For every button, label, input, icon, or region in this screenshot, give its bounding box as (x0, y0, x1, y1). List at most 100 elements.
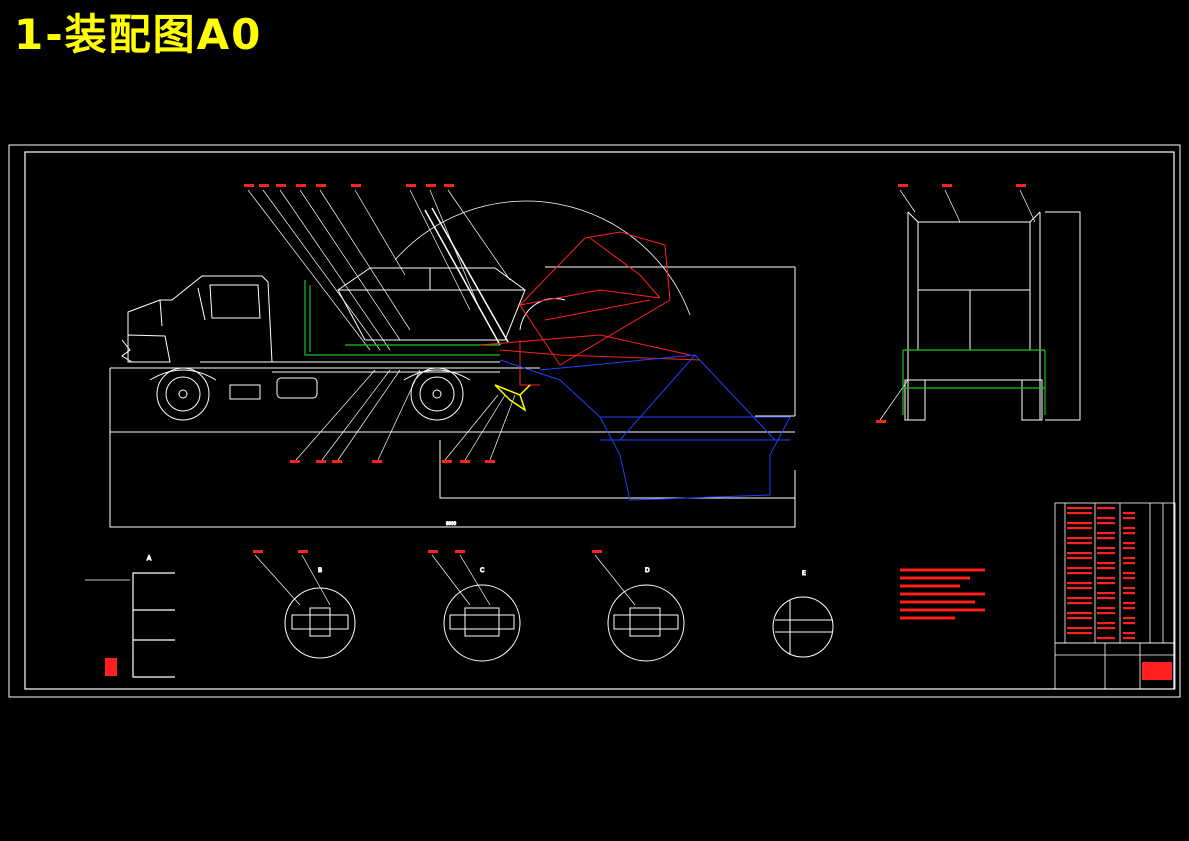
parts-row-mark (1097, 612, 1115, 615)
balloon-tag (332, 460, 342, 463)
parts-row-mark (1067, 512, 1092, 515)
balloon-tag (298, 550, 308, 553)
balloon-tag (351, 184, 361, 187)
parts-row-mark (1097, 592, 1115, 595)
detail-section-b: B (254, 554, 356, 659)
parts-row-mark (1123, 562, 1135, 565)
parts-row-mark (1123, 572, 1135, 575)
parts-row-mark (1123, 512, 1135, 515)
balloon-tag (253, 550, 263, 553)
balloon-tag (455, 550, 465, 553)
parts-row-mark (1067, 587, 1092, 590)
bin-lifted-position (479, 231, 701, 386)
detail-section-e: E (772, 570, 834, 658)
balloon-tag (485, 460, 495, 463)
rear-wheel (410, 367, 464, 421)
swing-arc (394, 200, 691, 316)
balloon-tag (259, 184, 269, 187)
sheet-frame (8, 144, 1181, 698)
title-block (1054, 642, 1176, 690)
parts-row-mark (1097, 522, 1115, 525)
detail-section-d: D (594, 554, 685, 662)
parts-row-mark (1123, 602, 1135, 605)
parts-row-mark (1123, 607, 1135, 610)
balloon-tag (426, 184, 436, 187)
balloon-tag (406, 184, 416, 187)
parts-row-mark (1067, 537, 1092, 540)
parts-row-mark (1123, 587, 1135, 590)
parts-row-mark (1123, 517, 1135, 520)
parts-row-mark (1097, 637, 1115, 640)
balloon-tag (898, 184, 908, 187)
parts-row-mark (1067, 527, 1092, 530)
detail-profile-section: A (85, 554, 175, 678)
truck-rear-view (879, 189, 1081, 421)
balloon-tag (444, 184, 454, 187)
parts-row-mark (1067, 582, 1092, 585)
parts-row-mark (1067, 507, 1092, 510)
rear-view-frame (902, 349, 1046, 415)
parts-row-mark (1123, 632, 1135, 635)
parts-row-mark (1123, 557, 1135, 560)
balloon-tag (428, 550, 438, 553)
parts-row-mark (1067, 602, 1092, 605)
parts-row-mark (1067, 557, 1092, 560)
parts-row-mark (1067, 552, 1092, 555)
parts-row-mark (1097, 552, 1115, 555)
detail-section-c: C (431, 554, 521, 662)
parts-row-mark (1067, 627, 1092, 630)
truck-side-view: 8000 (109, 189, 796, 528)
parts-row-mark (1123, 622, 1135, 625)
technical-notes (900, 568, 985, 620)
parts-row-mark (1097, 562, 1115, 565)
svg-text:D: D (645, 567, 650, 574)
svg-text:E: E (802, 570, 806, 577)
parts-row-mark (1067, 632, 1092, 635)
svg-text:8000: 8000 (446, 521, 457, 526)
balloon-tag (316, 460, 326, 463)
parts-row-mark (1097, 567, 1115, 570)
parts-row-mark (1097, 537, 1115, 540)
balloon-tag (942, 184, 952, 187)
balloon-tag (876, 420, 886, 423)
front-wheel (156, 367, 210, 421)
balloon-tag (316, 184, 326, 187)
parts-row-mark (1097, 627, 1115, 630)
parts-row-mark (1067, 597, 1092, 600)
parts-row-mark (1097, 582, 1115, 585)
parts-row-mark (1097, 622, 1115, 625)
balloon-tag (442, 460, 452, 463)
balloon-tag (1016, 184, 1026, 187)
balloon-labels (244, 184, 1026, 553)
parts-row-mark (1123, 547, 1135, 550)
parts-row-mark (1097, 507, 1115, 510)
svg-text:B: B (318, 567, 322, 574)
parts-row-mark (1067, 542, 1092, 545)
parts-row-mark (1097, 577, 1115, 580)
balloon-tag (276, 184, 286, 187)
truck-cab (127, 275, 273, 363)
balloon-tag (372, 460, 382, 463)
parts-row-mark (1097, 532, 1115, 535)
drawing-title: 1-装配图A0 (14, 10, 263, 59)
svg-text:A: A (147, 555, 152, 562)
parts-row-mark (1123, 617, 1135, 620)
parts-row-mark (1097, 517, 1115, 520)
parts-row-mark (1123, 527, 1135, 530)
parts-row-mark (1067, 572, 1092, 575)
balloon-tag (592, 550, 602, 553)
parts-row-mark (1097, 547, 1115, 550)
parts-row-mark (1123, 637, 1135, 640)
parts-row-mark (1067, 617, 1092, 620)
balloon-tag (290, 460, 300, 463)
bin-lowered-position (499, 354, 791, 501)
balloon-tag (244, 184, 254, 187)
parts-row-mark (1123, 542, 1135, 545)
frame-members (304, 280, 500, 356)
parts-list-table (1054, 502, 1176, 644)
parts-row-mark (1123, 577, 1135, 580)
bin-on-truck (337, 267, 526, 341)
parts-row-mark (1067, 567, 1092, 570)
parts-row-mark (1123, 532, 1135, 535)
